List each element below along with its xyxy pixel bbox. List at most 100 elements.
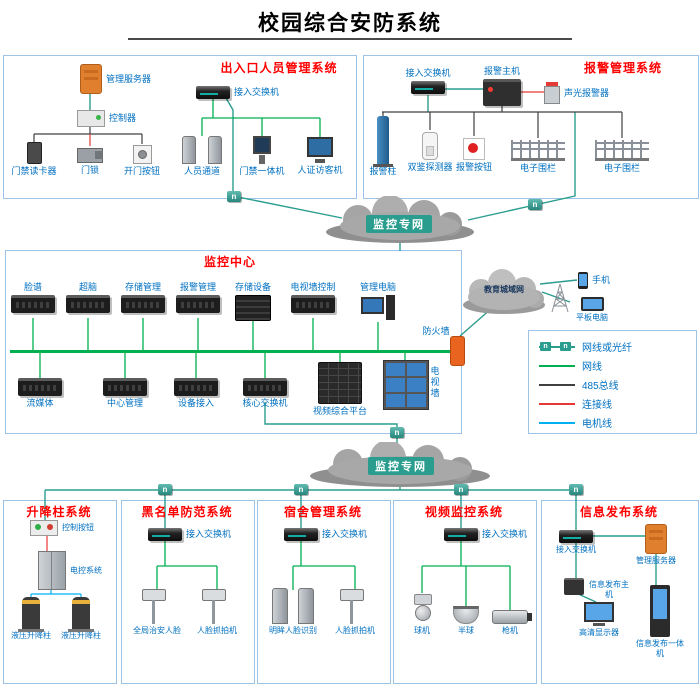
motor-lines bbox=[30, 588, 82, 598]
network-node-icon: n bbox=[158, 484, 172, 495]
device-label: 接入交换机 bbox=[234, 87, 280, 98]
control-button: 控制按钮 bbox=[30, 520, 94, 536]
blacklist-access-switch: 接入交换机 bbox=[148, 528, 231, 541]
cabinet-icon bbox=[38, 551, 66, 590]
device-label: 门禁一体机 bbox=[239, 166, 285, 176]
device-label: 双鉴探测器 bbox=[407, 162, 453, 172]
alarm-button-icon bbox=[463, 138, 485, 160]
hd-display: 高清显示器 bbox=[574, 602, 624, 638]
network-node-icon: n bbox=[390, 427, 404, 438]
device-label: 报警柱 bbox=[369, 166, 397, 176]
legend-label: 电机线 bbox=[582, 419, 612, 430]
face-capture-camera: 人脸抓拍机 bbox=[188, 588, 246, 636]
server-icon bbox=[645, 524, 667, 554]
legend-label: 485总线 bbox=[582, 381, 619, 392]
rack-server-icon bbox=[174, 378, 218, 396]
security-face-camera: 全局治安人脸 bbox=[128, 588, 186, 636]
connect-line-sample bbox=[539, 402, 575, 405]
face-server: 脸谱 bbox=[5, 282, 61, 313]
bollard-icon bbox=[68, 597, 94, 632]
legend-label: 网线 bbox=[582, 362, 602, 373]
alarm-column: 报警柱 bbox=[360, 116, 406, 177]
storage-management: 存储管理 bbox=[115, 282, 171, 313]
monitor-center-title: 监控中心 bbox=[203, 255, 256, 269]
network-node-icon: n bbox=[540, 341, 551, 351]
device-label: 声光报警器 bbox=[564, 87, 610, 98]
bullet-camera-icon bbox=[492, 610, 532, 625]
device-label: 信息发布一体机 bbox=[636, 639, 684, 658]
video-platform-icon bbox=[318, 362, 362, 404]
device-label: 人脸抓拍机 bbox=[335, 626, 375, 636]
info-kiosk: 信息发布一体机 bbox=[634, 585, 686, 658]
bus-line-sample bbox=[539, 383, 575, 386]
firewall-icon bbox=[450, 336, 465, 366]
tablet-icon bbox=[580, 297, 604, 311]
device-label: 脸谱 bbox=[23, 282, 42, 292]
network-node-icon: n bbox=[560, 341, 571, 351]
alarm-host-icon bbox=[483, 78, 521, 106]
device-label: 视频综合平台 bbox=[312, 406, 367, 416]
visitor-machine-icon bbox=[307, 137, 333, 163]
electric-control-cabinet: 电控系统 bbox=[38, 551, 102, 590]
tv-wall-icon bbox=[383, 360, 429, 410]
network-node-icon: n bbox=[454, 484, 468, 495]
dorm-access-switch: 接入交换机 bbox=[284, 528, 367, 541]
card-reader: 门禁读卡器 bbox=[6, 142, 62, 177]
device-label: 明眸人脸识别 bbox=[269, 626, 317, 636]
tvwall-control: 电视墙控制 bbox=[285, 282, 341, 313]
device-label: 流媒体 bbox=[26, 398, 54, 408]
rack-server-icon bbox=[176, 294, 220, 313]
device-label: 电子围栏 bbox=[603, 163, 640, 173]
network-node-icon: n bbox=[294, 484, 308, 495]
rack-server-icon bbox=[121, 294, 165, 313]
device-label: 管理电脑 bbox=[359, 282, 396, 292]
superbrain-server: 超脑 bbox=[60, 282, 116, 313]
legend-label: 连接线 bbox=[582, 400, 612, 411]
computer-icon bbox=[361, 294, 395, 323]
switch-icon bbox=[444, 528, 478, 541]
alarm-column-icon bbox=[373, 116, 393, 167]
cloud-label: 监控专网 bbox=[366, 215, 432, 233]
info-management-server: 管理服务器 bbox=[630, 524, 682, 566]
access-controller: 控制器 bbox=[77, 110, 136, 127]
device-label: 半球 bbox=[458, 626, 474, 636]
device-label: 人员通道 bbox=[183, 166, 220, 176]
face-capture-camera: 人脸抓拍机 bbox=[326, 588, 384, 636]
device-label: 核心交换机 bbox=[242, 398, 288, 408]
sound-light-alarm: 声光报警器 bbox=[544, 82, 609, 104]
device-label: 接入交换机 bbox=[556, 545, 596, 554]
device-label: 报警主机 bbox=[483, 66, 520, 76]
info-access-switch: 接入交换机 bbox=[552, 530, 600, 555]
switch-icon bbox=[148, 528, 182, 541]
device-label: 液压升降柱 bbox=[61, 631, 101, 640]
tablet: 平板电脑 bbox=[566, 297, 618, 323]
bollard-icon bbox=[18, 597, 44, 632]
network-node-icon: n bbox=[227, 191, 241, 202]
network-node-icon: n bbox=[569, 484, 583, 495]
terminal-icon bbox=[253, 136, 271, 164]
center-management: 中心管理 bbox=[97, 378, 153, 409]
device-label: 人脸抓拍机 bbox=[197, 626, 237, 636]
connect-lines bbox=[46, 91, 544, 551]
device-label: 信息发布主机 bbox=[589, 580, 629, 599]
electronic-fence-2: 电子围栏 bbox=[592, 140, 652, 174]
device-label: 全局治安人脸 bbox=[133, 626, 181, 636]
info-system-title: 信息发布系统 bbox=[579, 505, 658, 519]
device-label: 高清显示器 bbox=[579, 628, 619, 637]
device-label: 控制按钮 bbox=[62, 523, 94, 533]
pole-camera-icon bbox=[336, 588, 374, 625]
cloud-label: 监控专网 bbox=[368, 457, 434, 475]
switch-icon bbox=[411, 80, 445, 94]
device-label: 设备接入 bbox=[177, 398, 214, 408]
device-label: 报警管理 bbox=[179, 282, 216, 292]
pedestrian-gate: 人员通道 bbox=[174, 136, 230, 177]
bullet-camera: 枪机 bbox=[488, 586, 532, 636]
rs485-lines bbox=[33, 104, 623, 144]
alarm-management: 报警管理 bbox=[170, 282, 226, 313]
storage-device: 存储设备 bbox=[225, 282, 281, 321]
blacklist-system-title: 黑名单防范系统 bbox=[141, 505, 233, 519]
card-reader-icon bbox=[26, 142, 42, 164]
ptz-dome-camera: 球机 bbox=[402, 586, 442, 636]
page-title: 校园综合安防系统 bbox=[258, 12, 442, 35]
